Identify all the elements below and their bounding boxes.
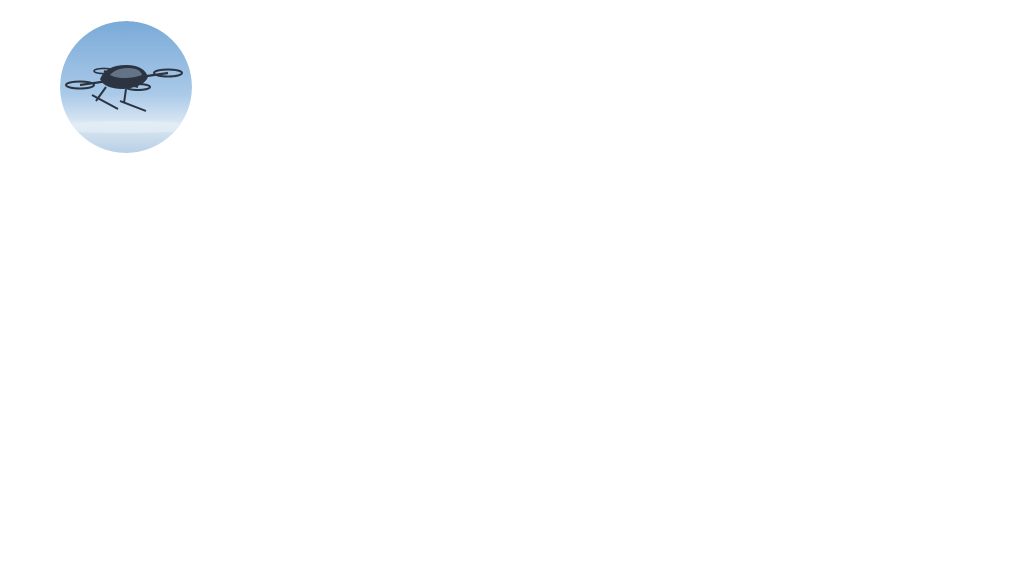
rotor-left-front [65, 80, 95, 90]
avatar[interactable] [60, 21, 192, 153]
drone-photo-icon [60, 21, 192, 153]
